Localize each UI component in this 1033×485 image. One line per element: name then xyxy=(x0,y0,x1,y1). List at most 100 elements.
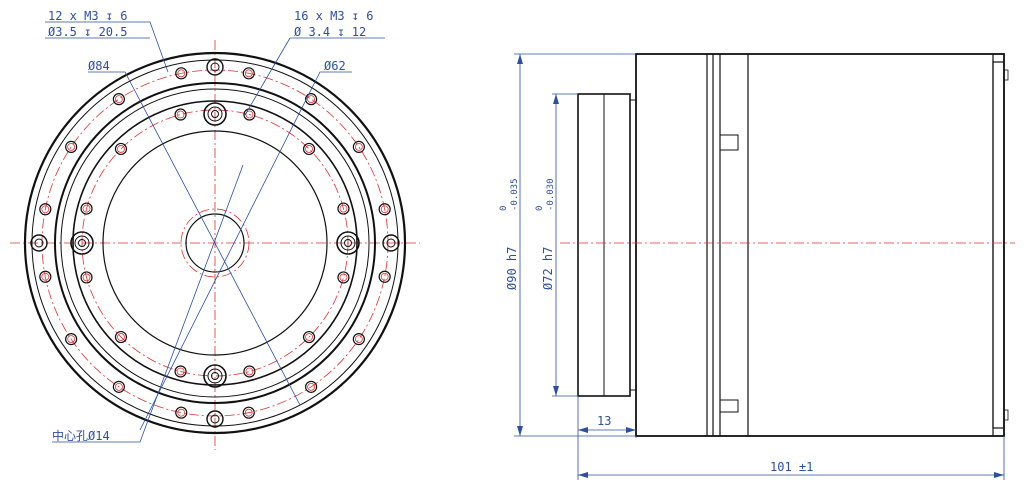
inner-bolt-hole xyxy=(174,365,187,378)
outer-bolt-hole xyxy=(175,67,188,80)
outer-bolt-hole xyxy=(352,140,365,153)
outer-flange-chamfer xyxy=(31,59,399,427)
dimension-dia84: Ø84 xyxy=(88,59,110,73)
pin-outer-left xyxy=(30,234,48,252)
callout-16-holes-line2: Ø 3.4 ↧ 12 xyxy=(294,25,366,39)
outer-bolt-hole-thread xyxy=(354,335,363,344)
dimension-dia90-lower-tol: -0.035 xyxy=(510,178,520,211)
leader-12-holes xyxy=(45,21,169,73)
front-view: 12 x M3 ↧ 6 Ø3.5 ↧ 20.5 16 x M3 ↧ 6 Ø 3.… xyxy=(10,9,420,450)
inner-bolt-hole-thread xyxy=(82,204,91,213)
dimension-dia72-lower-tol: -0.030 xyxy=(546,178,556,211)
leader-dia62 xyxy=(139,71,352,431)
arrow-13-right xyxy=(626,427,636,433)
housing-end-cap xyxy=(992,61,1005,429)
callout-12-holes-line1: 12 x M3 ↧ 6 xyxy=(48,9,127,23)
inner-bolt-hole xyxy=(337,271,350,284)
center-hole-label: 中心孔Ø14 xyxy=(52,428,110,443)
inner-bolt-hole-thread xyxy=(117,333,125,341)
port-bottom xyxy=(203,364,227,388)
outer-bolt-hole xyxy=(242,406,255,419)
port-top xyxy=(203,102,227,126)
output-ring xyxy=(72,100,358,386)
outer-bolt-hole xyxy=(305,380,318,393)
dimension-dia62: Ø62 xyxy=(324,59,346,73)
dimension-dia72-upper-tol: 0 xyxy=(535,206,545,211)
inner-bolt-hole-thread xyxy=(245,110,254,119)
end-tab-top xyxy=(1003,69,1009,81)
port-right xyxy=(336,231,360,255)
dimension-dia90-upper-tol: 0 xyxy=(499,206,509,211)
inner-bore xyxy=(102,130,328,356)
inner-bolt-hole-thread xyxy=(305,333,313,341)
inner-bolt-hole-thread xyxy=(176,367,185,376)
center-circle xyxy=(180,208,250,278)
outer-bolt-hole xyxy=(175,406,188,419)
outer-bolt-hole-thread xyxy=(67,142,76,151)
inner-bolt-hole xyxy=(302,142,316,156)
bolt-circle-outer xyxy=(41,69,389,417)
arrow-101-right xyxy=(994,472,1004,478)
arrow-dia90-top xyxy=(517,54,523,64)
outer-bolt-hole xyxy=(352,333,365,346)
outer-bolt-hole-thread xyxy=(41,205,50,214)
callout-12-holes-line2: Ø3.5 ↧ 20.5 xyxy=(48,25,127,39)
outer-bolt-hole xyxy=(305,93,318,106)
outer-bolt-hole xyxy=(65,140,78,153)
inner-bolt-holes xyxy=(80,108,350,378)
inner-bolt-hole-thread xyxy=(339,204,348,213)
inner-bolt-hole-thread xyxy=(117,145,125,153)
callout-16-holes-line1: 16 x M3 ↧ 6 xyxy=(294,9,373,23)
outer-bolt-holes xyxy=(39,67,391,419)
inner-bolt-hole xyxy=(80,202,93,215)
port-left xyxy=(70,231,94,255)
outer-flange-edge xyxy=(23,51,407,435)
inner-bolt-hole-thread xyxy=(82,273,91,282)
outer-bolt-hole xyxy=(112,93,125,106)
outer-bolt-hole xyxy=(242,67,255,80)
outer-bolt-hole-thread xyxy=(244,408,253,417)
arrow-dia90-bottom xyxy=(517,426,523,436)
leader-16-holes xyxy=(244,37,291,116)
arrow-13-left xyxy=(578,427,588,433)
inner-bolt-hole xyxy=(243,108,256,121)
outer-bolt-hole xyxy=(378,270,391,283)
inner-bolt-hole xyxy=(302,330,316,344)
outer-bolt-hole-thread xyxy=(177,69,186,78)
slot-top xyxy=(720,134,739,151)
outer-bolt-hole-thread xyxy=(307,95,316,104)
dimension-dia90: Ø90 h7 xyxy=(505,247,519,290)
outer-bolt-hole-thread xyxy=(114,95,123,104)
pin-outer-top xyxy=(206,58,224,76)
slot-bottom xyxy=(720,399,739,413)
inner-flange-chamfer xyxy=(60,88,370,398)
outer-bolt-hole-thread xyxy=(380,205,389,214)
inner-bolt-hole-thread xyxy=(339,273,348,282)
inner-bolt-hole xyxy=(80,271,93,284)
outer-bolt-hole-thread xyxy=(244,69,253,78)
arrow-101-left xyxy=(578,472,588,478)
output-flange-neck xyxy=(629,99,637,391)
outer-bolt-hole xyxy=(39,203,52,216)
arrow-dia72-top xyxy=(553,94,559,104)
outer-bolt-hole-thread xyxy=(177,408,186,417)
outer-bolt-hole xyxy=(378,203,391,216)
inner-bolt-hole-thread xyxy=(176,110,185,119)
pin-outer-right xyxy=(382,234,400,252)
leader-dia84 xyxy=(88,71,301,406)
leader-center-hole xyxy=(52,164,244,443)
inner-flange-edge xyxy=(54,82,376,404)
outer-bolt-hole xyxy=(65,333,78,346)
housing-body xyxy=(635,53,1005,437)
outer-bolt-hole xyxy=(39,270,52,283)
inner-bolt-hole xyxy=(337,202,350,215)
dimension-101: 101 ±1 xyxy=(770,460,813,474)
outer-bolt-hole xyxy=(112,380,125,393)
outer-bolt-hole-thread xyxy=(307,382,316,391)
dimension-13: 13 xyxy=(597,414,611,428)
end-tab-bottom xyxy=(1003,409,1009,421)
inner-bolt-hole xyxy=(114,330,128,344)
outer-bolt-hole-thread xyxy=(354,142,363,151)
dimension-dia72: Ø72 h7 xyxy=(541,247,555,290)
